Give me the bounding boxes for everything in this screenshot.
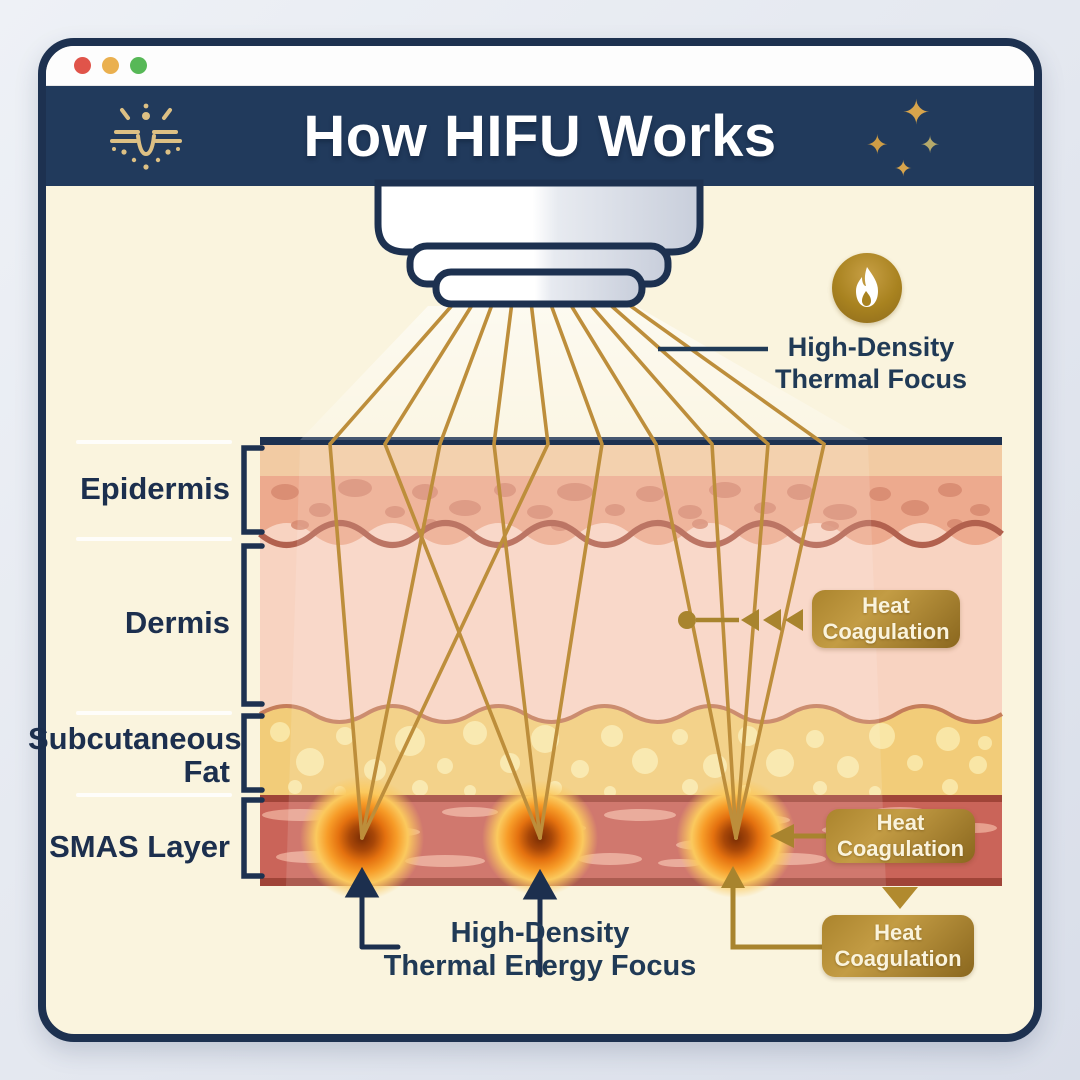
browser-titlebar <box>46 46 1034 86</box>
header-bar: How HIFU Works ✦ ✦ ✦ ✦ <box>46 86 1034 186</box>
minimize-window-icon[interactable] <box>102 57 119 74</box>
browser-window: How HIFU Works ✦ ✦ ✦ ✦ <box>38 38 1042 1042</box>
sparkle-icon: ✦ <box>866 130 889 160</box>
expand-window-icon[interactable] <box>130 57 147 74</box>
page-title: How HIFU Works <box>303 103 777 169</box>
skin-treatment-icon <box>110 103 182 170</box>
sparkle-icon: ✦ <box>902 94 931 132</box>
sparkle-icon: ✦ <box>894 156 913 181</box>
sparkles-icon: ✦ ✦ ✦ ✦ <box>858 86 954 186</box>
traffic-lights <box>74 57 147 74</box>
sparkle-icon: ✦ <box>920 132 941 159</box>
close-window-icon[interactable] <box>74 57 91 74</box>
